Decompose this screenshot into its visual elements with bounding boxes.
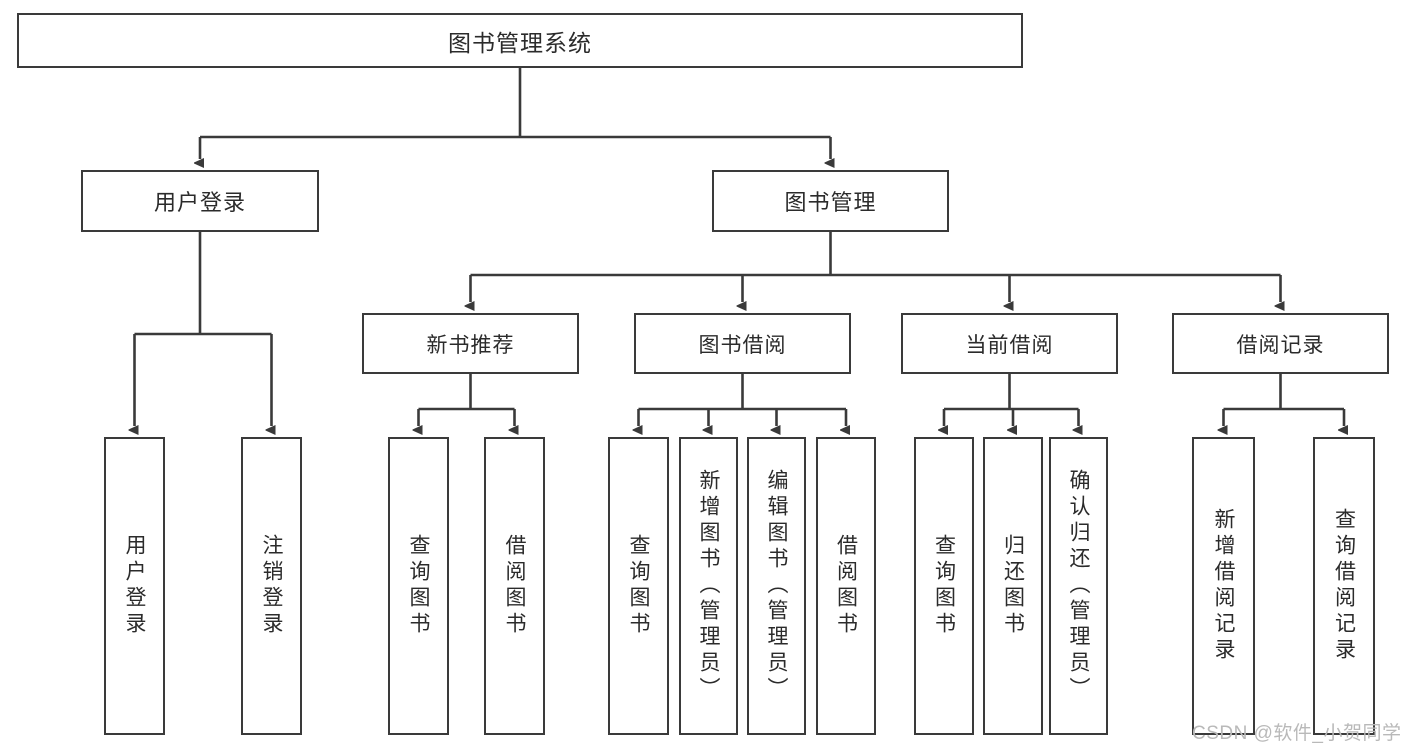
node-leaf-add-borrow-record[interactable]: 新增借阅记录: [1192, 437, 1255, 735]
node-book-borrow[interactable]: 图书借阅: [634, 313, 851, 374]
node-user-login[interactable]: 用户登录: [81, 170, 319, 232]
node-root[interactable]: 图书管理系统: [17, 13, 1023, 68]
node-label: 确认归还（管理员）: [1067, 469, 1090, 703]
node-label: 新增图书（管理员）: [697, 469, 720, 703]
node-label: 新书推荐: [426, 333, 515, 357]
node-label: 归还图书: [1001, 534, 1025, 638]
node-leaf-logout[interactable]: 注销登录: [241, 437, 302, 735]
node-label: 图书管理系统: [448, 29, 592, 56]
node-current-borrow[interactable]: 当前借阅: [901, 313, 1118, 374]
node-label: 当前借阅: [965, 333, 1054, 357]
node-label: 用户登录: [123, 534, 146, 638]
node-label: 编辑图书（管理员）: [765, 469, 788, 703]
node-leaf-borrow-book[interactable]: 借阅图书: [816, 437, 876, 735]
node-leaf-return-book[interactable]: 归还图书: [983, 437, 1043, 735]
node-borrow-record[interactable]: 借阅记录: [1172, 313, 1389, 374]
node-leaf-user-login[interactable]: 用户登录: [104, 437, 165, 735]
node-label: 查询图书: [407, 534, 430, 638]
node-leaf-add-book[interactable]: 新增图书（管理员）: [679, 437, 738, 735]
node-label: 注销登录: [260, 534, 283, 638]
node-leaf-query-book-borrow[interactable]: 查询图书: [608, 437, 669, 735]
node-label: 借阅记录: [1236, 333, 1325, 357]
node-leaf-query-book-current[interactable]: 查询图书: [914, 437, 974, 735]
node-leaf-borrow-book-recommend[interactable]: 借阅图书: [484, 437, 545, 735]
node-label: 图书借阅: [698, 333, 787, 357]
node-book-management[interactable]: 图书管理: [712, 170, 949, 232]
node-new-book-recommend[interactable]: 新书推荐: [362, 313, 579, 374]
node-label: 查询借阅记录: [1332, 508, 1356, 664]
node-label: 用户登录: [153, 190, 246, 215]
node-label: 查询图书: [627, 534, 650, 638]
csdn-watermark: CSDN @软件_小贺同学: [1192, 723, 1402, 744]
node-leaf-confirm-return[interactable]: 确认归还（管理员）: [1049, 437, 1108, 735]
node-leaf-query-book-recommend[interactable]: 查询图书: [388, 437, 449, 735]
node-label: 借阅图书: [834, 534, 858, 638]
node-label: 图书管理: [784, 190, 877, 215]
node-leaf-query-borrow-record[interactable]: 查询借阅记录: [1313, 437, 1375, 735]
node-label: 借阅图书: [503, 534, 526, 638]
node-leaf-edit-book[interactable]: 编辑图书（管理员）: [747, 437, 806, 735]
node-label: 查询图书: [932, 534, 956, 638]
node-label: 新增借阅记录: [1212, 508, 1235, 664]
